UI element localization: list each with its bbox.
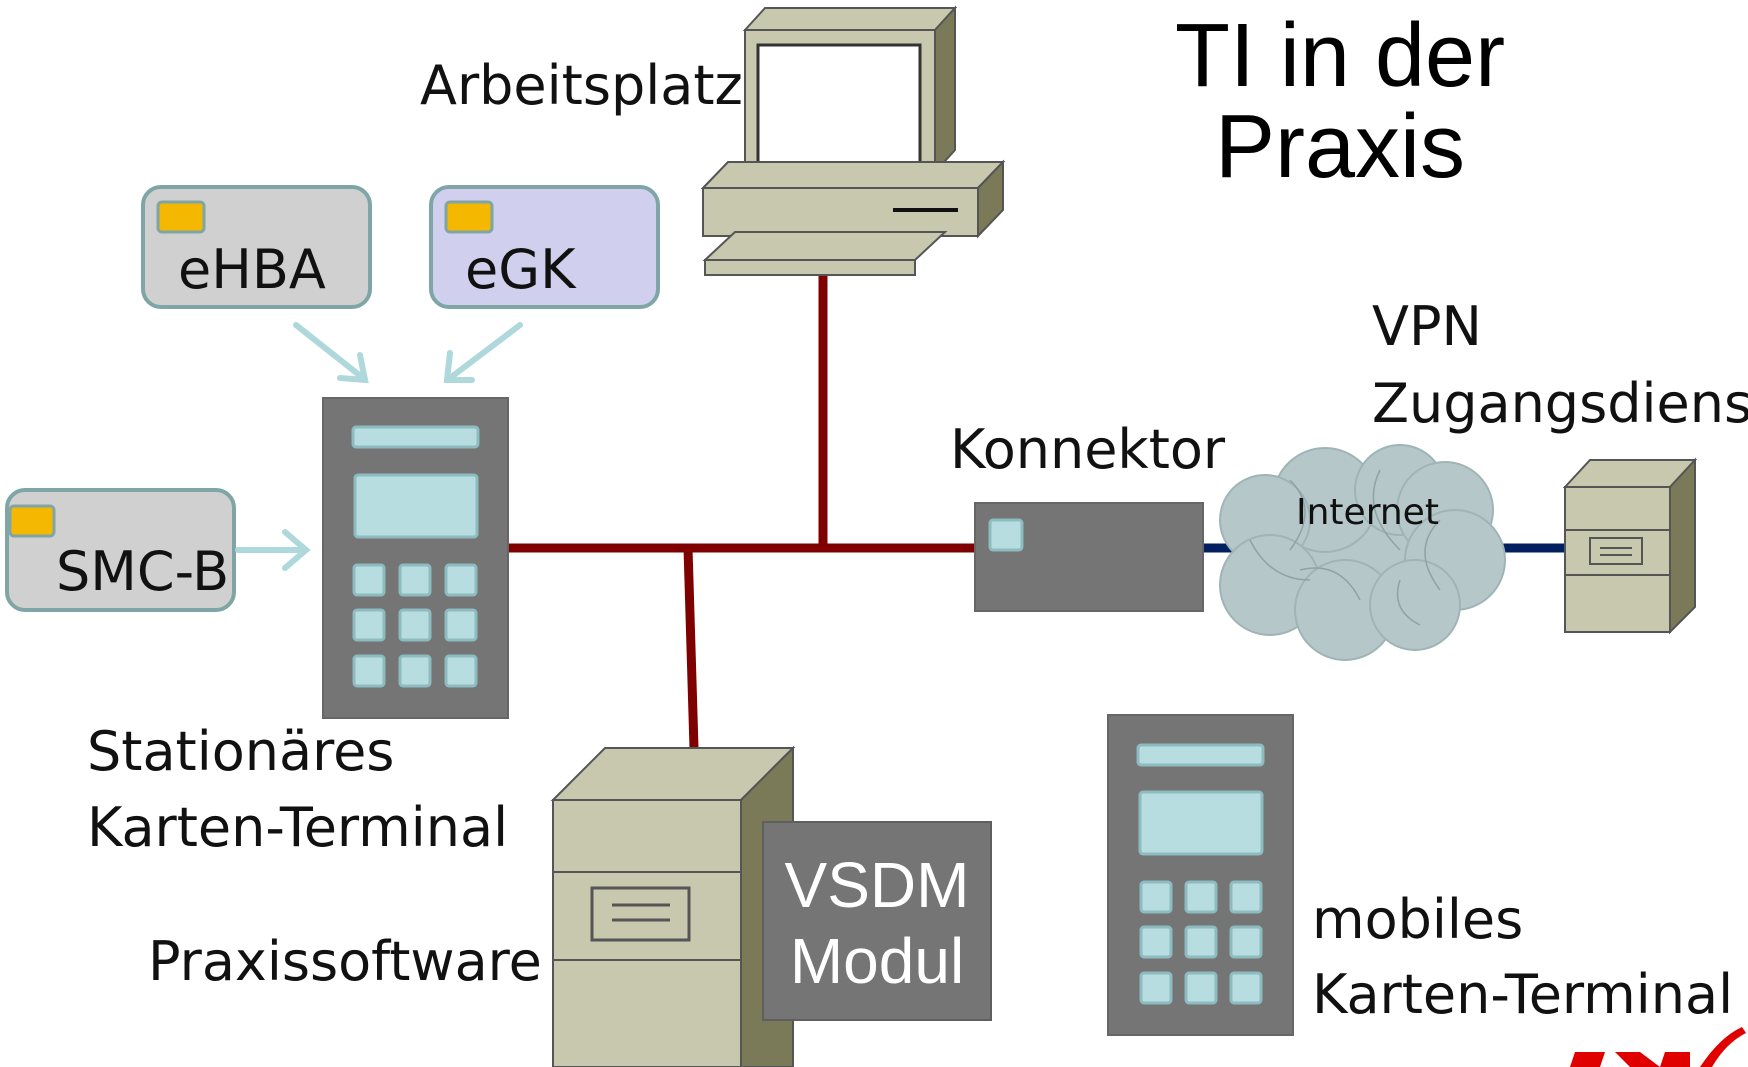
arrow-smcb-icon xyxy=(235,529,311,571)
chip-icon xyxy=(156,200,206,234)
card-egk: eGK xyxy=(429,185,660,309)
card-smcb: SMC-B xyxy=(5,488,236,612)
practice-server-icon xyxy=(550,745,796,1067)
logo-fragment-icon xyxy=(1570,1027,1746,1067)
network-line-software xyxy=(683,547,699,749)
mobile-terminal-label-2: Karten-Terminal xyxy=(1312,963,1733,1026)
network-lines xyxy=(505,275,975,749)
vsdm-module-box: VSDM Modul xyxy=(762,821,992,1021)
card-ehba: eHBA xyxy=(141,185,372,309)
card-egk-label: eGK xyxy=(465,238,577,301)
mobile-terminal-icon xyxy=(1107,714,1294,1036)
vpn-label-1: VPN xyxy=(1372,295,1482,358)
vpn-server-icon xyxy=(1562,457,1698,635)
card-smcb-label: SMC-B xyxy=(56,540,229,603)
stationary-terminal-label-1: Stationäres xyxy=(87,720,394,783)
card-ehba-label: eHBA xyxy=(178,238,326,301)
internet-cloud xyxy=(1219,444,1506,661)
practice-software-label: Praxissoftware xyxy=(148,930,542,993)
konnektor-device-icon xyxy=(974,502,1204,612)
arrow-egk-icon xyxy=(443,322,523,383)
card-arrows xyxy=(235,322,523,571)
workstation-label: Arbeitsplatz xyxy=(420,54,743,117)
mobile-terminal-label-1: mobiles xyxy=(1312,888,1523,951)
arrow-ehba-icon xyxy=(293,322,369,384)
vsdm-label-2: Modul xyxy=(790,925,964,997)
konnektor-label: Konnektor xyxy=(950,418,1226,481)
title-line-1: TI in der xyxy=(1175,6,1505,106)
internet-label: Internet xyxy=(1296,492,1439,533)
title-line-2: Praxis xyxy=(1215,97,1465,197)
workstation-computer-icon xyxy=(700,5,1006,276)
chip-icon xyxy=(8,504,56,538)
stationary-terminal-label-2: Karten-Terminal xyxy=(87,796,508,859)
chip-icon xyxy=(444,200,494,234)
vpn-label-2: Zugangsdienst xyxy=(1372,372,1748,435)
stationary-terminal-icon xyxy=(322,397,509,719)
vsdm-label-1: VSDM xyxy=(785,849,970,921)
